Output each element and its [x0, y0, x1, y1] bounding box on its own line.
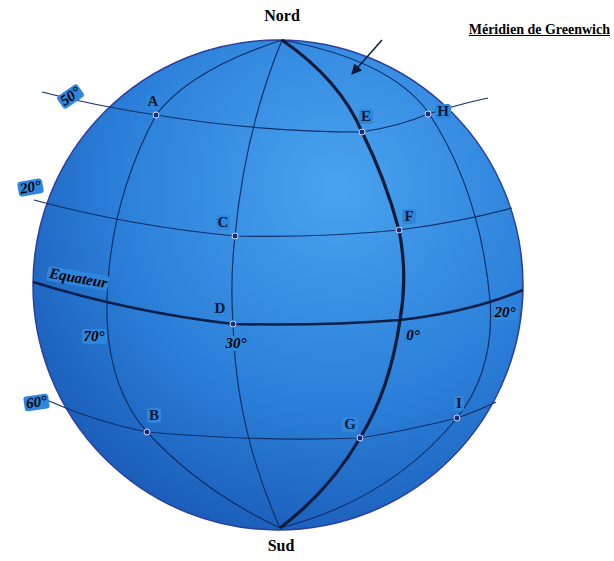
point-dot	[144, 429, 150, 435]
point-label: C	[216, 215, 231, 230]
point-dot	[396, 227, 402, 233]
point-dot	[359, 129, 365, 135]
point-dot	[425, 111, 431, 117]
point-dot	[230, 321, 236, 327]
point-dot	[454, 415, 460, 421]
meridian-name: Méridien de Greenwich	[469, 23, 610, 37]
leader-arrow	[352, 40, 382, 74]
point-label: H	[435, 104, 451, 119]
latitude-label: 50°	[55, 83, 84, 110]
point-label: I	[454, 396, 464, 411]
point-label: A	[146, 94, 161, 109]
longitude-label: 20°	[493, 305, 518, 320]
point-dot	[232, 233, 238, 239]
graticule	[34, 40, 512, 528]
parallel	[42, 398, 496, 439]
point-label: E	[359, 109, 373, 124]
point-label: D	[213, 301, 228, 316]
globe-sphere	[33, 40, 523, 530]
longitude-label: 70°	[82, 329, 107, 344]
parallel	[42, 92, 488, 132]
pole-label: Nord	[264, 8, 300, 24]
longitude-label: 30°	[224, 336, 249, 351]
meridian	[280, 40, 491, 528]
meridian	[232, 40, 282, 528]
point-dot	[357, 435, 363, 441]
point-label: G	[342, 417, 358, 432]
meridian	[107, 40, 282, 528]
latitude-label: 20°	[16, 177, 43, 196]
latitude-label: 60°	[23, 393, 50, 411]
greenwich-meridian	[280, 40, 404, 528]
point-dot	[153, 112, 159, 118]
point-label: F	[402, 209, 415, 224]
longitude-label: 0°	[404, 328, 422, 343]
pole-label: Sud	[268, 538, 295, 554]
point-label: B	[147, 408, 161, 423]
parallel	[34, 200, 512, 236]
points	[144, 111, 460, 441]
